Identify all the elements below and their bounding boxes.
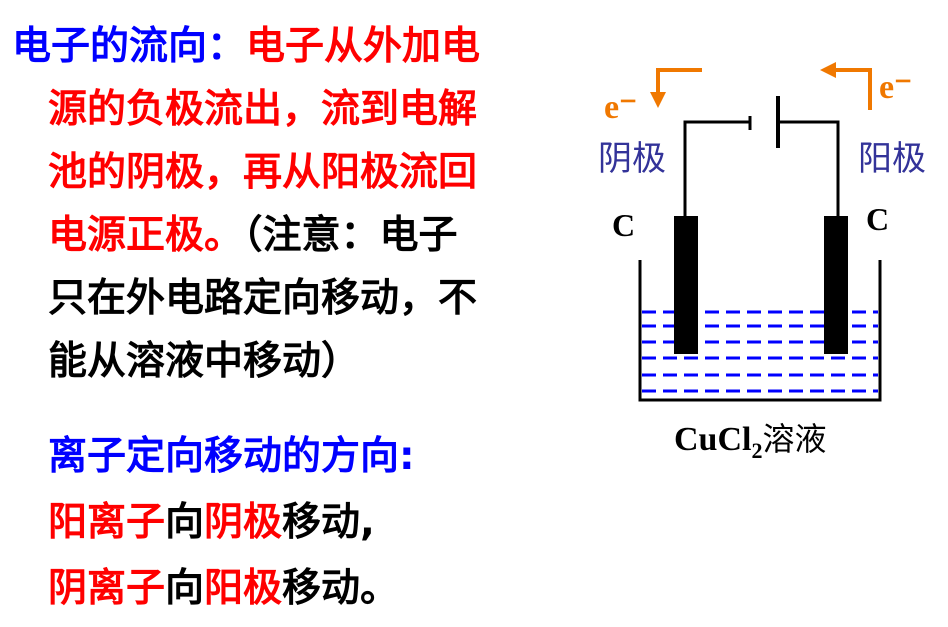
electron-arrow-right [820, 62, 872, 110]
electron-flow-line-3: 池的阴极，再从阳极流回 [48, 150, 478, 195]
anode-electrode [824, 216, 848, 354]
beaker [638, 260, 882, 402]
solution-suffix: 溶液 [762, 420, 826, 458]
solution-subscript: 2 [751, 438, 762, 463]
solution-label: CuCl2溶液 [674, 420, 826, 463]
anode-label: 阳极 [858, 139, 926, 179]
anion-to: 向 [165, 566, 205, 611]
right-electrode-label: C [866, 201, 889, 237]
note-line-6: 能从溶液中移动） [48, 339, 361, 384]
cathode-label: 阴极 [598, 139, 666, 179]
anion-direction-line: 阴离子向阳极移动。 [48, 565, 399, 613]
anion-move: 移动。 [282, 566, 400, 611]
ion-direction-heading: 离子定向移动的方向: [48, 434, 415, 479]
cation-label: 阳离子 [48, 500, 166, 545]
cation-to: 向 [165, 500, 205, 545]
cation-move: 移动, [282, 500, 375, 545]
electron-arrow-left [650, 68, 702, 108]
electron-flow-line-1: 电子的流向：电子从外加电 [12, 23, 480, 71]
cation-direction-line: 阳离子向阴极移动, [48, 499, 375, 547]
electrolysis-cell-diagram: e⁻ e⁻ 阴极 阳极 C C CuCl2溶液 [598, 62, 926, 463]
cathode-electrode [674, 216, 698, 354]
solution-formula: CuCl [674, 421, 751, 458]
anion-target-electrode: 阳极 [204, 566, 283, 611]
electron-flow-heading: 电子的流向： [12, 24, 247, 69]
note-text-start: （注意：电子 [243, 213, 458, 258]
electron-label-left: e⁻ [604, 89, 637, 126]
electron-label-right: e⁻ [879, 69, 912, 106]
note-line-5: 只在外电路定向移动，不 [48, 276, 478, 321]
external-circuit-wire [683, 120, 840, 220]
cation-target-electrode: 阴极 [204, 500, 283, 545]
electron-flow-line-4: 电源正极。（注意：电子 [48, 212, 458, 260]
electron-flow-text-1: 电子从外加电 [246, 24, 481, 69]
electron-flow-text-4: 电源正极。 [48, 213, 244, 258]
left-electrode-label: C [612, 207, 635, 243]
anion-label: 阴离子 [48, 566, 166, 611]
power-source-battery [748, 96, 780, 148]
electron-flow-line-2: 源的负极流出，流到电解 [48, 87, 478, 132]
